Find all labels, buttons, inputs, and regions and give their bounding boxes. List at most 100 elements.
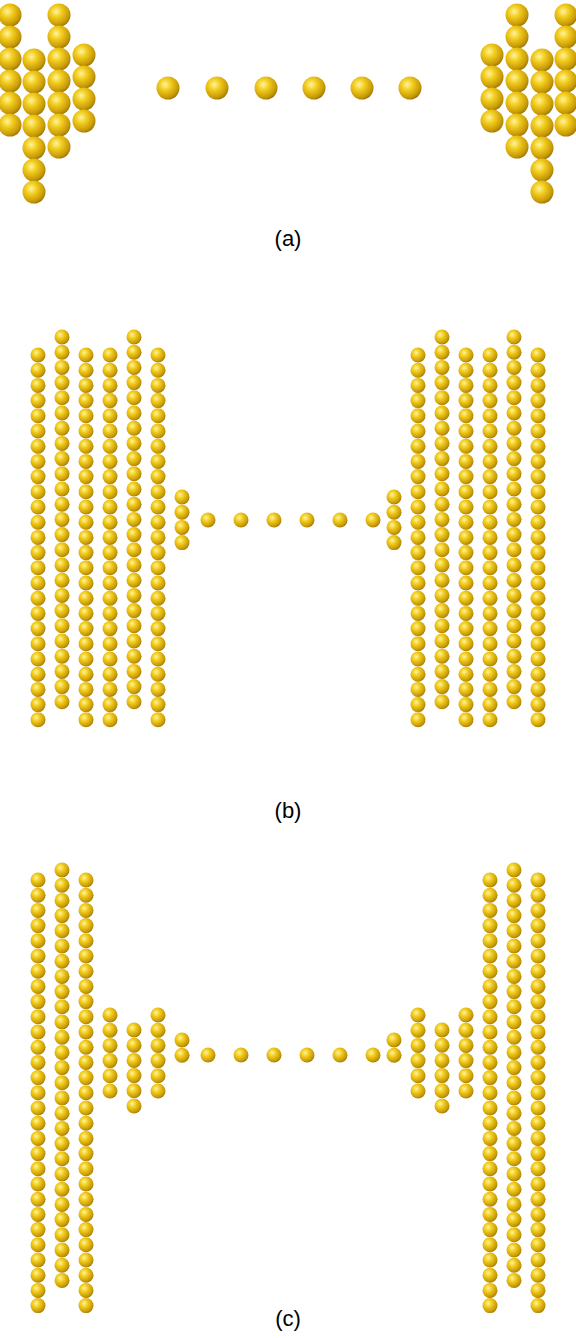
gold-atom xyxy=(435,345,450,360)
gold-atom xyxy=(55,893,70,908)
gold-atom xyxy=(151,667,166,682)
gold-atom xyxy=(31,484,46,499)
gold-atom xyxy=(459,530,474,545)
gold-atom xyxy=(103,393,118,408)
gold-atom xyxy=(79,500,94,515)
gold-atom xyxy=(411,712,426,727)
gold-atom xyxy=(435,694,450,709)
gold-atom xyxy=(483,697,498,712)
gold-atom xyxy=(127,330,142,345)
gold-atom xyxy=(48,48,71,71)
gold-atom xyxy=(127,527,142,542)
gold-atom xyxy=(127,603,142,618)
gold-atom xyxy=(79,682,94,697)
gold-atom xyxy=(483,933,498,948)
gold-atom xyxy=(31,933,46,948)
gold-atom xyxy=(483,712,498,727)
gold-atom xyxy=(31,1070,46,1085)
gold-atom xyxy=(411,545,426,560)
gold-atom xyxy=(175,505,190,520)
gold-atom xyxy=(483,903,498,918)
gold-atom xyxy=(507,330,522,345)
gold-atom xyxy=(483,994,498,1009)
gold-atom xyxy=(79,1298,94,1313)
gold-atom xyxy=(483,530,498,545)
gold-atom xyxy=(531,576,546,591)
gold-atom xyxy=(507,542,522,557)
panel-label: (a) xyxy=(275,226,302,252)
gold-atom xyxy=(531,93,554,116)
gold-atom xyxy=(411,1008,426,1023)
gold-atom xyxy=(483,393,498,408)
gold-atom xyxy=(507,603,522,618)
gold-atom xyxy=(531,1207,546,1222)
gold-atom xyxy=(506,4,529,27)
gold-atom xyxy=(411,530,426,545)
gold-atom xyxy=(127,1023,142,1038)
gold-atom xyxy=(31,424,46,439)
gold-atom xyxy=(435,573,450,588)
gold-atom xyxy=(201,1048,216,1063)
gold-atom xyxy=(31,348,46,363)
gold-atom xyxy=(234,1048,249,1063)
gold-atom xyxy=(483,1009,498,1024)
gold-atom xyxy=(103,1068,118,1083)
gold-atom xyxy=(507,375,522,390)
gold-atom xyxy=(483,408,498,423)
gold-atom xyxy=(79,1040,94,1055)
gold-atom xyxy=(55,908,70,923)
gold-atom xyxy=(459,1038,474,1053)
gold-atom xyxy=(79,530,94,545)
gold-atom xyxy=(55,390,70,405)
gold-atom xyxy=(31,873,46,888)
gold-atom xyxy=(79,1146,94,1161)
gold-atom xyxy=(507,482,522,497)
gold-atom xyxy=(31,1192,46,1207)
gold-atom xyxy=(459,408,474,423)
gold-atom xyxy=(507,1167,522,1182)
gold-atom xyxy=(234,513,249,528)
gold-atom xyxy=(31,667,46,682)
gold-atom xyxy=(507,1258,522,1273)
gold-atom xyxy=(31,1268,46,1283)
gold-atom xyxy=(0,70,22,93)
gold-atom xyxy=(435,1038,450,1053)
gold-atom xyxy=(531,1131,546,1146)
gold-atom xyxy=(31,439,46,454)
gold-atom xyxy=(55,954,70,969)
gold-atom xyxy=(531,363,546,378)
gold-atom xyxy=(103,712,118,727)
gold-atom xyxy=(55,345,70,360)
gold-atom xyxy=(483,454,498,469)
gold-atom xyxy=(411,1084,426,1099)
gold-atom xyxy=(411,560,426,575)
gold-atom xyxy=(483,469,498,484)
gold-atom xyxy=(103,1084,118,1099)
gold-atom xyxy=(483,439,498,454)
gold-atom xyxy=(79,1283,94,1298)
gold-atom xyxy=(507,345,522,360)
gold-atom xyxy=(79,363,94,378)
gold-atom xyxy=(531,500,546,515)
gold-atom xyxy=(531,1283,546,1298)
gold-atom xyxy=(79,576,94,591)
gold-atom xyxy=(55,1121,70,1136)
gold-atom xyxy=(55,1045,70,1060)
gold-atom xyxy=(483,1222,498,1237)
gold-atom xyxy=(531,1101,546,1116)
gold-atom xyxy=(79,1207,94,1222)
gold-atom xyxy=(411,576,426,591)
gold-atom xyxy=(31,979,46,994)
gold-atom xyxy=(459,439,474,454)
gold-atom xyxy=(55,451,70,466)
gold-atom xyxy=(483,1085,498,1100)
gold-atom xyxy=(31,530,46,545)
gold-atom xyxy=(31,515,46,530)
gold-atom xyxy=(127,1038,142,1053)
gold-atom xyxy=(483,964,498,979)
gold-atom xyxy=(127,649,142,664)
gold-atom xyxy=(483,1207,498,1222)
gold-atom xyxy=(151,1068,166,1083)
gold-atom xyxy=(531,484,546,499)
gold-atom xyxy=(31,1161,46,1176)
